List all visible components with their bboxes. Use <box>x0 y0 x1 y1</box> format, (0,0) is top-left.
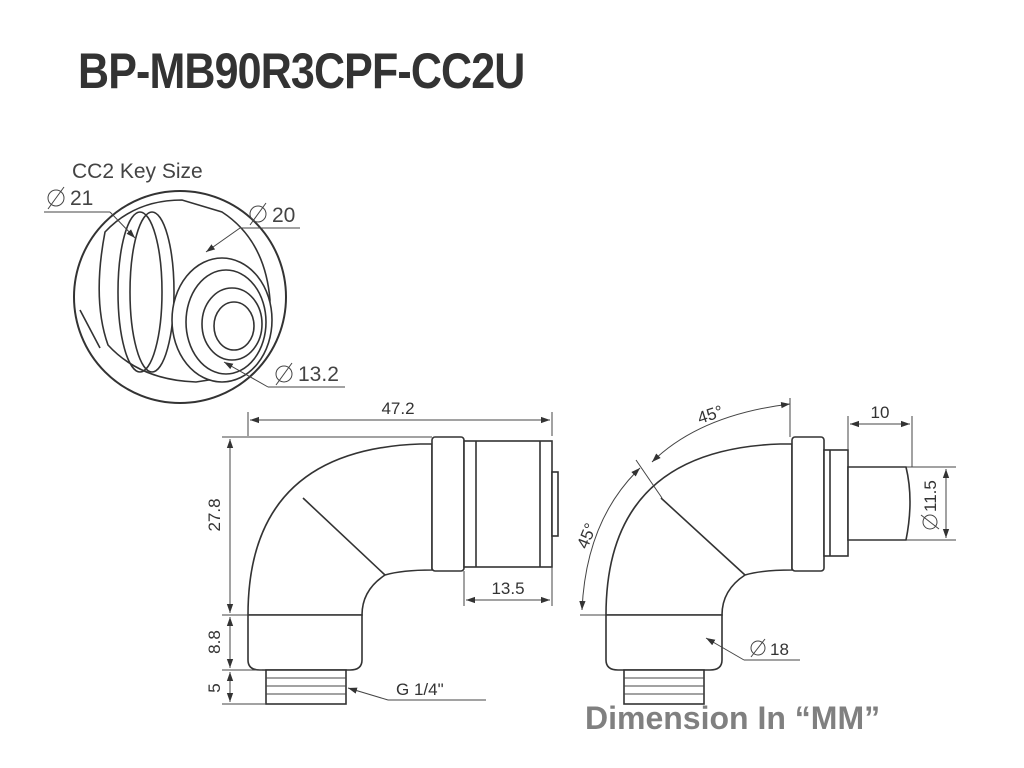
dim-fitting-length: 13.5 <box>463 567 553 606</box>
diameter-icon <box>275 365 293 383</box>
dim-tip-diameter: 11.5 <box>906 466 956 541</box>
key-size-detail: CC2 Key Size 21 20 <box>44 160 345 404</box>
dim-thread-height: 5 <box>205 672 234 702</box>
base-height-label: 8.8 <box>205 630 224 654</box>
dim-height: 27.8 <box>205 439 234 613</box>
tip-dia-label: 11.5 <box>921 480 940 512</box>
dim-tip-length: 10 <box>847 403 913 467</box>
dim-key-mid: 20 <box>205 202 300 253</box>
product-title: BP-MB90R3CPF-CC2U <box>78 43 525 99</box>
base-dia-label: 18 <box>770 640 789 659</box>
thread-label: G 1/4" <box>396 680 444 699</box>
dim-overall-length: 47.2 <box>247 399 553 436</box>
side-view: 47.2 27.8 8.8 5 13.5 <box>205 399 559 705</box>
height-label: 27.8 <box>205 498 224 531</box>
diameter-icon <box>922 514 938 530</box>
fitting-length-label: 13.5 <box>491 579 524 598</box>
dim-base-height: 8.8 <box>205 617 234 668</box>
key-size-caption: CC2 Key Size <box>72 160 203 183</box>
rotated-fitting-drawing <box>605 436 911 705</box>
diameter-icon <box>750 640 766 656</box>
thread-height-label: 5 <box>205 683 224 692</box>
side-fitting-drawing <box>247 436 559 705</box>
key-outer-dia-label: 21 <box>70 187 93 210</box>
diameter-icon <box>47 189 65 207</box>
dim-thread: G 1/4" <box>347 680 486 701</box>
units-note: Dimension In “MM” <box>585 700 881 736</box>
dim-base-diameter: 18 <box>705 637 800 661</box>
angle-left-label: 45° <box>573 520 600 551</box>
key-mid-dia-label: 20 <box>272 204 295 227</box>
tip-length-label: 10 <box>871 403 890 422</box>
key-inner-dia-label: 13.2 <box>298 363 339 386</box>
dim-key-outer: 21 <box>44 186 136 239</box>
overall-length-label: 47.2 <box>381 399 414 418</box>
dim-key-inner: 13.2 <box>223 361 345 388</box>
fitting-end-drawing <box>79 199 273 383</box>
angle-top-label: 45° <box>695 402 725 428</box>
diameter-icon <box>249 205 267 223</box>
rotated-view: 45° 45° 10 11.5 18 <box>573 398 956 705</box>
